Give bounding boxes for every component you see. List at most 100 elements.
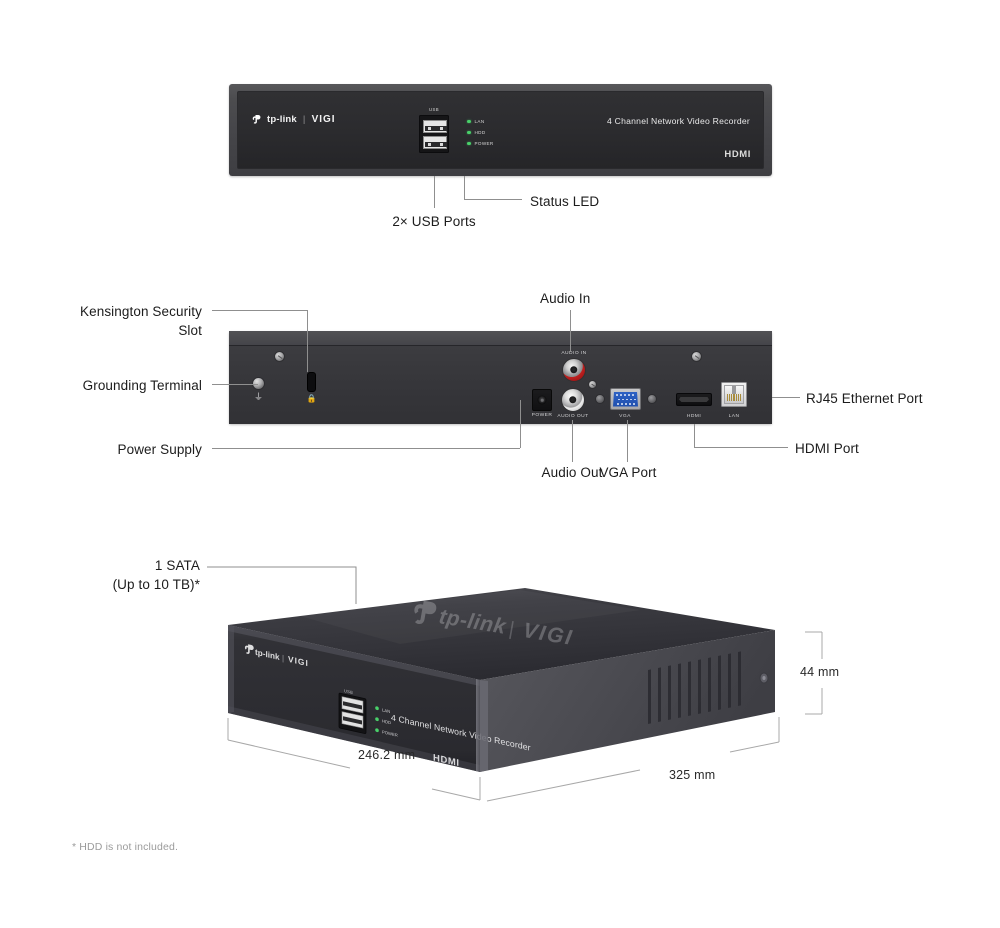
usb-port-block: USB xyxy=(419,107,449,157)
usb-cap-label: USB xyxy=(428,107,440,112)
iso-hdmi-logo: HDMI xyxy=(433,753,460,770)
led-lan: LAN xyxy=(467,116,494,127)
leader-vga-port xyxy=(627,420,628,462)
rear-main-face xyxy=(229,345,772,424)
brand-sub-name: VIGI xyxy=(311,114,336,125)
svg-text:LAN: LAN xyxy=(382,707,390,714)
iso-front-bezel-bottom xyxy=(228,706,480,772)
audio-out-rca-port[interactable] xyxy=(561,388,585,412)
callout-audio-out: Audio Out xyxy=(541,465,603,480)
svg-text:VIGI: VIGI xyxy=(521,618,575,650)
ground-symbol-icon: ⏚ xyxy=(253,392,263,402)
callout-power-supply: Power Supply xyxy=(117,442,202,457)
port-label-lan: LAN xyxy=(728,414,740,419)
grounding-terminal[interactable] xyxy=(252,377,265,390)
led-hdd: HDD xyxy=(467,127,494,138)
audio-in-rca-port[interactable] xyxy=(562,358,586,382)
leader-hdmi-h xyxy=(694,447,788,448)
power-jack-pin xyxy=(540,398,544,402)
hdmi-port[interactable] xyxy=(676,393,712,406)
rj45-ethernet-port[interactable] xyxy=(721,382,747,407)
chassis-screw-mid xyxy=(588,380,597,389)
rear-panel-chassis: ⏚ 🔒 AUDIO IN POWER AUDIO OUT xyxy=(229,331,772,424)
vga-screw-right xyxy=(647,394,657,404)
iso-side-face xyxy=(480,630,775,772)
dimension-width xyxy=(227,718,481,801)
port-label-hdmi: HDMI xyxy=(686,414,702,419)
tp-link-icon xyxy=(251,114,262,125)
callout-usb-ports: 2× USB Ports xyxy=(392,214,476,229)
svg-text:POWER: POWER xyxy=(382,729,398,737)
iso-usb-block: USB xyxy=(338,688,367,734)
leader-usb xyxy=(434,176,435,208)
leader-kensington-v xyxy=(307,310,308,372)
led-indicator-power xyxy=(467,141,471,146)
iso-front-right-edge xyxy=(476,679,480,772)
callout-status-led: Status LED xyxy=(530,194,600,209)
svg-text:USB: USB xyxy=(344,688,353,695)
port-label-audio-out: AUDIO OUT xyxy=(557,414,589,419)
iso-top-face xyxy=(228,588,775,680)
port-label-audio-in: AUDIO IN xyxy=(561,351,587,356)
leader-audio-in xyxy=(570,310,571,352)
svg-text:|: | xyxy=(507,619,516,641)
front-model-text: 4 Channel Network Video Recorder xyxy=(606,116,750,126)
rj45-contacts xyxy=(727,393,741,401)
usb-tongue xyxy=(425,126,447,131)
rj45-cavity xyxy=(724,385,744,404)
power-supply-jack[interactable] xyxy=(532,389,552,411)
kensington-lock-slot[interactable] xyxy=(307,372,316,392)
svg-text:VIGI: VIGI xyxy=(288,654,309,668)
brand-name: tp-link xyxy=(267,114,297,125)
usb-tongue xyxy=(425,142,447,147)
iso-front-face xyxy=(228,625,480,772)
leader-status-led-h xyxy=(464,199,522,200)
svg-text:tp-link: tp-link xyxy=(255,647,280,662)
rear-top-edge xyxy=(229,331,772,345)
led-indicator-hdd xyxy=(467,130,471,135)
leader-sata xyxy=(207,566,357,604)
leader-status-led-v xyxy=(464,176,465,199)
front-panel-inset xyxy=(237,91,764,169)
iso-top-brand: tp-link | VIGI xyxy=(414,600,575,650)
vga-screw-left xyxy=(595,394,605,404)
leader-audio-out xyxy=(572,420,573,462)
leader-rj45 xyxy=(772,397,800,398)
dimension-label-depth: 325 mm xyxy=(669,768,716,782)
usb-port-upper[interactable] xyxy=(423,120,447,133)
iso-led-group: LAN HDD POWER xyxy=(375,706,398,738)
dimension-depth xyxy=(479,717,780,802)
chassis-screw-right xyxy=(691,351,702,362)
led-indicator-lan xyxy=(467,119,471,124)
front-hdmi-logo: HDMI xyxy=(723,149,751,159)
iso-front-bezel-top xyxy=(228,625,480,686)
dimension-label-height: 44 mm xyxy=(800,665,840,679)
port-label-vga: VGA xyxy=(619,414,631,419)
usb-port-lower[interactable] xyxy=(423,136,447,149)
vga-port[interactable] xyxy=(610,388,641,410)
footnote-hdd: * HDD is not included. xyxy=(72,841,179,853)
led-label-power: POWER xyxy=(474,141,494,146)
vga-pin-grid xyxy=(615,393,636,405)
usb-dual-port[interactable] xyxy=(419,115,449,153)
iso-side-screw xyxy=(759,672,769,684)
callout-rj45-port: RJ45 Ethernet Port xyxy=(806,391,923,406)
rj45-clip-notch xyxy=(731,386,737,394)
callout-audio-in: Audio In xyxy=(540,291,591,306)
callout-kensington-slot: Kensington Security Slot xyxy=(80,304,202,339)
iso-model-text: 4 Channel Network Video Recorder xyxy=(391,712,531,752)
chassis-screw-left xyxy=(274,351,285,362)
leader-kensington-h xyxy=(212,310,307,311)
svg-text:HDD: HDD xyxy=(382,718,391,725)
callout-grounding-terminal: Grounding Terminal xyxy=(82,378,202,393)
iso-top-sheen xyxy=(300,590,640,644)
brand-separator: | xyxy=(302,114,306,125)
led-label-hdd: HDD xyxy=(474,130,486,135)
front-brand-logo: tp-link | VIGI xyxy=(251,114,336,125)
led-power: POWER xyxy=(467,138,494,149)
leader-hdmi-v xyxy=(694,424,695,447)
padlock-icon: 🔒 xyxy=(306,394,317,403)
hdmi-port-cavity xyxy=(679,396,709,402)
callout-vga-port: VGA Port xyxy=(599,465,657,480)
